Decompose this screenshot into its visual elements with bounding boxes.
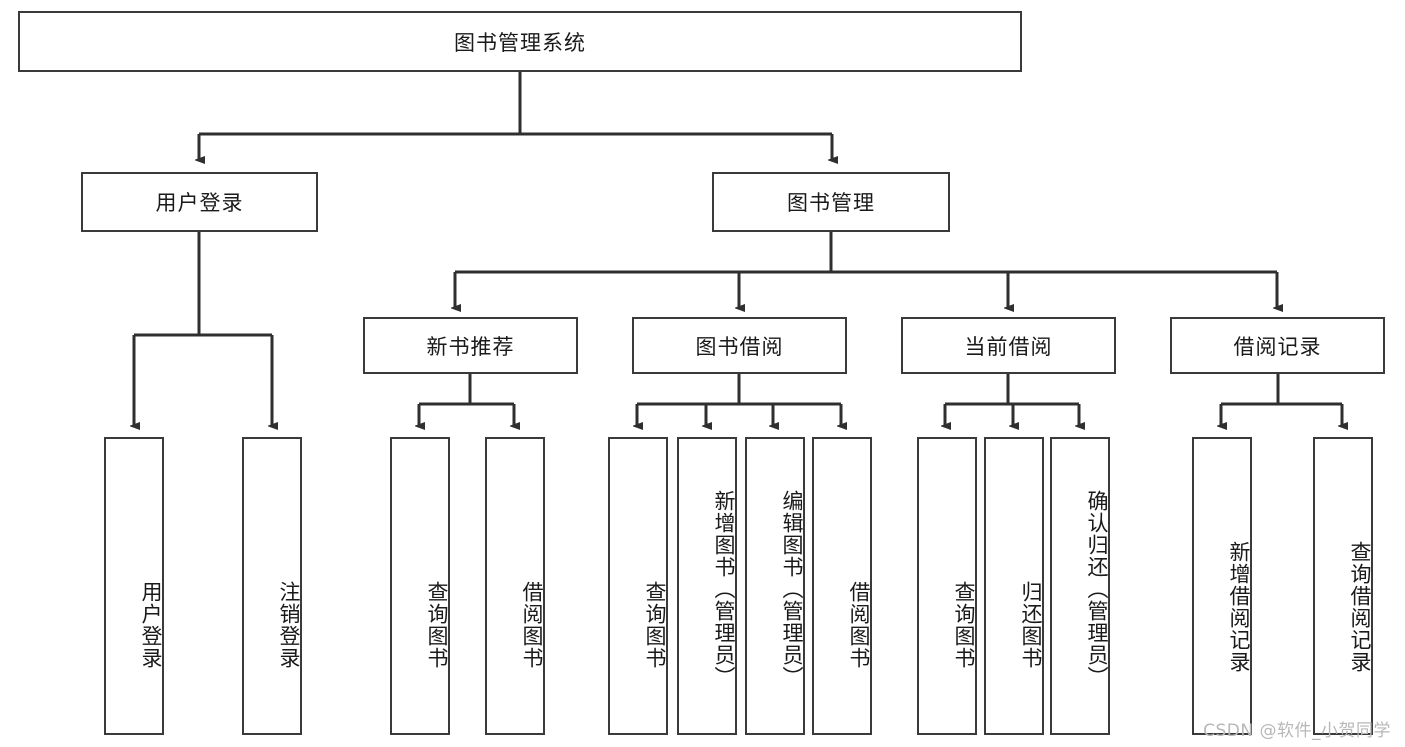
node-label: 查询图书	[952, 581, 976, 669]
node-label: 注销登录	[277, 581, 301, 669]
leaf-record-add-record[interactable]: 新增借阅记录	[1192, 437, 1252, 735]
node-book-borrow[interactable]: 图书借阅	[632, 317, 847, 374]
node-borrow-record[interactable]: 借阅记录	[1170, 317, 1385, 374]
node-label: 借阅图书	[847, 581, 871, 669]
node-label: 查询图书	[643, 581, 667, 669]
node-book-management[interactable]: 图书管理	[712, 172, 950, 232]
watermark-text: CSDN @软件_小贺同学	[1203, 721, 1391, 741]
node-label: 用户登录	[139, 581, 163, 669]
leaf-user-login-logout[interactable]: 注销登录	[242, 437, 302, 735]
node-label: 新增图书（管理员）	[712, 490, 736, 688]
node-current-borrow[interactable]: 当前借阅	[901, 317, 1116, 374]
leaf-recommend-borrow-book[interactable]: 借阅图书	[485, 437, 545, 735]
node-label: 确认归还（管理员）	[1085, 490, 1109, 688]
leaf-borrow-add-book-admin[interactable]: 新增图书（管理员）	[677, 437, 737, 735]
node-label: 新增借阅记录	[1227, 541, 1251, 673]
leaf-recommend-query-book[interactable]: 查询图书	[390, 437, 450, 735]
node-new-book-recommend[interactable]: 新书推荐	[363, 317, 578, 374]
node-label: 借阅记录	[1233, 334, 1322, 359]
leaf-user-login-login[interactable]: 用户登录	[104, 437, 164, 735]
leaf-current-return-book[interactable]: 归还图书	[984, 437, 1044, 735]
node-root-system[interactable]: 图书管理系统	[18, 11, 1022, 72]
node-label: 查询图书	[425, 581, 449, 669]
leaf-record-query-record[interactable]: 查询借阅记录	[1313, 437, 1373, 735]
node-user-login[interactable]: 用户登录	[81, 172, 318, 232]
leaf-current-confirm-return-admin[interactable]: 确认归还（管理员）	[1050, 437, 1110, 735]
node-label: 新书推荐	[426, 334, 515, 359]
node-label: 图书借阅	[695, 334, 784, 359]
leaf-current-query-book[interactable]: 查询图书	[917, 437, 977, 735]
node-label: 查询借阅记录	[1348, 541, 1372, 673]
node-label: 当前借阅	[964, 334, 1053, 359]
leaf-borrow-edit-book-admin[interactable]: 编辑图书（管理员）	[745, 437, 805, 735]
leaf-borrow-borrow-book[interactable]: 借阅图书	[812, 437, 872, 735]
node-label: 用户登录	[155, 191, 244, 215]
node-label: 归还图书	[1019, 581, 1043, 669]
node-label: 图书管理系统	[454, 30, 586, 55]
node-label: 编辑图书（管理员）	[780, 490, 804, 688]
node-label: 图书管理	[787, 191, 875, 215]
leaf-borrow-query-book[interactable]: 查询图书	[608, 437, 668, 735]
node-label: 借阅图书	[520, 581, 544, 669]
